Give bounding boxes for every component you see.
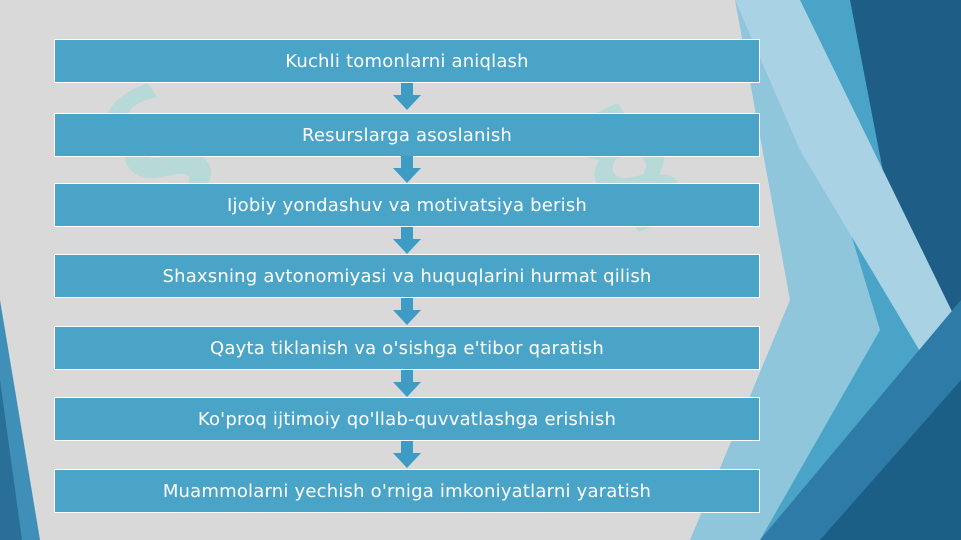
- flow-step-3-label: Ijobiy yondashuv va motivatsiya berish: [226, 194, 588, 216]
- flow-step-2: Resurslarga asoslanish: [54, 113, 760, 157]
- down-arrow-icon: [393, 441, 421, 468]
- flow-step-5: Qayta tiklanish va o'sishga e'tibor qara…: [54, 326, 760, 370]
- flow-step-7-label: Muammolarni yechish o'rniga imkoniyatlar…: [162, 480, 652, 502]
- flow-step-6-label: Ko'proq ijtimoiy qo'llab-quvvatlashga er…: [197, 408, 617, 430]
- flow-step-3: Ijobiy yondashuv va motivatsiya berish: [54, 183, 760, 227]
- flow-step-7: Muammolarni yechish o'rniga imkoniyatlar…: [54, 469, 760, 513]
- flow-step-5-label: Qayta tiklanish va o'sishga e'tibor qara…: [210, 337, 604, 359]
- flow-step-4: Shaxsning avtonomiyasi va huquqlarini hu…: [54, 254, 760, 298]
- down-arrow-icon: [393, 156, 421, 183]
- down-arrow-icon: [393, 370, 421, 397]
- flow-step-1-label: Kuchli tomonlarni aniqlash: [285, 50, 529, 72]
- flow-step-4-label: Shaxsning avtonomiyasi va huquqlarini hu…: [162, 265, 652, 287]
- flow-step-2-label: Resurslarga asoslanish: [301, 124, 513, 146]
- flow-step-6: Ko'proq ijtimoiy qo'llab-quvvatlashga er…: [54, 397, 760, 441]
- down-arrow-icon: [393, 227, 421, 254]
- down-arrow-icon: [393, 83, 421, 110]
- down-arrow-icon: [393, 298, 421, 325]
- flow-step-1: Kuchli tomonlarni aniqlash: [54, 39, 760, 83]
